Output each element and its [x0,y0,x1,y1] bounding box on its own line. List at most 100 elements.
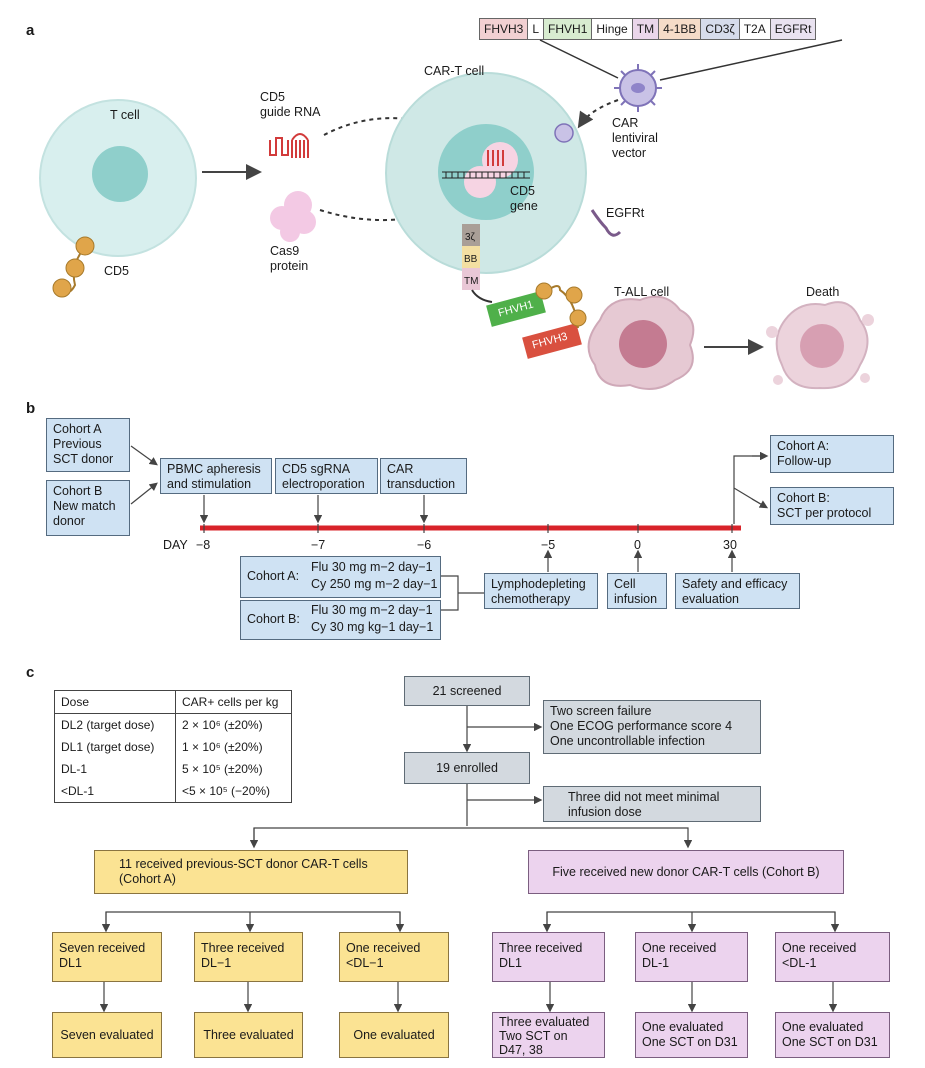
panel-a-illustration [39,39,874,390]
a-received-lt-dl-1: One received <DL−1 [339,932,449,982]
car-construct: FHVH3 L FHVH1 Hinge TM 4-1BB CD3ζ T2A EG… [479,18,817,40]
outcome-cohort-b-box: Cohort B: SCT per protocol [770,487,894,525]
car-domain-3z: 3ζ [465,232,475,243]
outcome-cohort-a-box: Cohort A: Follow-up [770,435,894,473]
cohort-a-box: 11 received previous-SCT donor CAR-T cel… [94,850,408,894]
day-tick-0: 0 [634,538,641,552]
step-cell-infusion: Cell infusion [607,573,667,609]
construct-seg-hinge: Hinge [591,18,633,40]
day-tick-30: 30 [723,538,737,552]
car-domain-stack [462,224,493,303]
car-t-cell-label: CAR-T cell [424,64,485,78]
cd5-label: CD5 [104,264,130,278]
cd5-molecule-icon [52,236,95,298]
vector-dashed-arrow [577,99,619,129]
cohort-b-box: Five received new donor CAR-T cells (Coh… [528,850,844,894]
cas9-dashed-arrow [319,196,472,222]
panel-c-letter: c [26,664,35,681]
cohort-b-regimen-box: Cohort B: Flu 30 mg m−2 day−1 Cy 30 mg k… [240,600,441,640]
cohort-a-cy: Cy 250 mg m−2 day−1 [311,577,438,591]
small-vector-icon [554,123,574,143]
fhvh-domains [486,291,582,359]
cohort-b-flu: Flu 30 mg m−2 day−1 [311,603,433,617]
cohort-a-regimen-label: Cohort A: [247,569,300,583]
cells-cell: 2 × 10⁶ (±20%) [182,718,263,732]
enrolled-box: 19 enrolled [404,752,530,784]
guide-rna-icon [269,133,309,158]
table-row: DL1 (target dose) 1 × 10⁶ (±20%) [54,736,292,758]
t-cell-icon [39,99,197,257]
dose-cell: DL2 (target dose) [54,713,176,736]
dose-cell: DL-1 [54,758,176,780]
dose-table: Dose CAR+ cells per kg DL2 (target dose)… [54,690,292,803]
cells-cell: <5 × 10⁵ (−20%) [182,784,271,798]
t-cell-label: T cell [110,108,140,122]
cas9-label: Cas9 protein [270,244,309,273]
vector-label: CAR lentiviral vector [612,116,658,160]
cohort-a-donor-box: Cohort A Previous SCT donor [46,418,130,472]
day-tick-m6: −6 [417,538,432,552]
dose-table-header: Dose CAR+ cells per kg [54,690,292,714]
a-received-dl1: Seven received DL1 [52,932,162,982]
egfrt-label: EGFRt [606,206,645,220]
a-evaluated-1: Seven evaluated [52,1012,162,1058]
cells-cell: 5 × 10⁵ (±20%) [182,762,263,776]
construct-seg-fhvh3: FHVH3 [479,18,529,40]
car-t-cell-icon [385,72,587,274]
b-received-lt-dl-1: One received <DL-1 [775,932,890,982]
cohort-b-donor-box: Cohort B New match donor [46,480,130,536]
tall-cell-icon [587,295,695,390]
b-evaluated-2: One evaluated One SCT on D31 [635,1012,748,1058]
construct-seg-fhvh1: FHVH1 [543,18,593,40]
tall-cell-label: T-ALL cell [614,285,670,299]
cohort-a-flu: Flu 30 mg m−2 day−1 [311,560,433,574]
dead-cell-icon [766,301,874,390]
panel-b-letter: b [26,400,36,417]
screened-box: 21 screened [404,676,530,706]
cohort-a-regimen-box: Cohort A: Flu 30 mg m−2 day−1 Cy 250 mg … [240,556,441,598]
panel-c-connectors [99,706,840,1013]
cohort-b-cy: Cy 30 mg kg−1 day−1 [311,620,434,634]
day-axis-label: DAY [163,538,188,552]
cells-cell: 1 × 10⁶ (±20%) [182,740,263,754]
step-electroporation: CD5 sgRNA electroporation [275,458,378,494]
b-evaluated-3: One evaluated One SCT on D31 [775,1012,890,1058]
step-apheresis: PBMC apheresis and stimulation [160,458,272,494]
cas9-protein-icon [270,191,316,242]
lentiviral-vector-icon [614,64,662,112]
car-domain-bb: BB [464,254,478,265]
tall-cd5-molecule-icon [535,282,587,329]
a-evaluated-3: One evaluated [339,1012,449,1058]
b-evaluated-1: Three evaluated Two SCT on D47, 38 [492,1012,605,1058]
dose-cell: DL1 (target dose) [54,736,176,758]
table-row: <DL-1 <5 × 10⁵ (−20%) [54,780,292,803]
cohort-b-regimen-label: Cohort B: [247,612,300,626]
car-domain-tm: TM [464,276,479,287]
dose-col-header: Dose [54,690,176,714]
day-tick-m5: −5 [541,538,556,552]
death-label: Death [806,285,840,299]
table-row: DL2 (target dose) 2 × 10⁶ (±20%) [54,713,292,736]
b-received-dl-1: One received DL-1 [635,932,748,982]
cells-col-header: CAR+ cells per kg [175,690,292,714]
dose-cell: <DL-1 [54,780,176,803]
guide-rna-label: CD5 guide RNA [260,90,321,119]
table-row: DL-1 5 × 10⁵ (±20%) [54,758,292,780]
construct-seg-t2a: T2A [738,18,771,40]
step-transduction: CAR transduction [380,458,467,494]
a-received-dl-1: Three received DL−1 [194,932,303,982]
construct-seg-egfrt: EGFRt [769,18,817,40]
a-evaluated-2: Three evaluated [194,1012,303,1058]
construct-seg-tm: TM [631,18,660,40]
construct-callout-left [539,39,619,79]
step-safety-evaluation: Safety and efficacy evaluation [675,573,800,609]
panel-a-letter: a [26,22,35,39]
screen-failure-box: Two screen failure One ECOG performance … [543,700,761,754]
day-tick-m8: −8 [196,538,211,552]
min-dose-box: Three did not meet minimal infusion dose [543,786,761,822]
b-received-dl1: Three received DL1 [492,932,605,982]
step-lymphodepletion: Lymphodepleting chemotherapy [484,573,598,609]
construct-callout-right [659,39,843,81]
cd5-gene-label: CD5 gene [510,184,538,213]
day-tick-m7: −7 [311,538,326,552]
